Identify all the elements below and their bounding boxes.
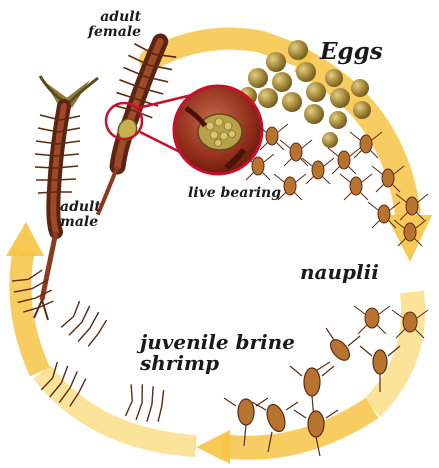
adult-male-label-line2: male	[60, 215, 101, 230]
metanauplius	[314, 328, 360, 372]
adult-female-label: adult female	[100, 10, 141, 39]
adult-male-label: adult male	[60, 200, 101, 229]
juvenile-shrimp	[57, 297, 127, 361]
nauplius	[340, 174, 372, 200]
juvenile-label-line1: juvenile brine	[140, 332, 295, 353]
eggs-label: Eggs	[320, 40, 383, 64]
adult-male-shrimp	[34, 76, 98, 320]
adult-female-label-line2: female	[88, 25, 141, 40]
nauplius	[242, 154, 274, 180]
live-bearing-label: live bearing	[188, 186, 281, 201]
nauplius	[302, 158, 334, 184]
juvenile-brine-shrimp-label: juvenile brine shrimp	[140, 332, 295, 374]
adult-female-label-line1: adult	[100, 10, 141, 25]
adult-male-label-line1: adult	[60, 200, 101, 215]
juvenile-label-line2: shrimp	[140, 353, 295, 374]
nauplius	[354, 306, 390, 334]
nauplii-label: nauplii	[300, 262, 379, 283]
nauplius	[328, 148, 360, 174]
juvenile-shrimp	[121, 382, 178, 426]
